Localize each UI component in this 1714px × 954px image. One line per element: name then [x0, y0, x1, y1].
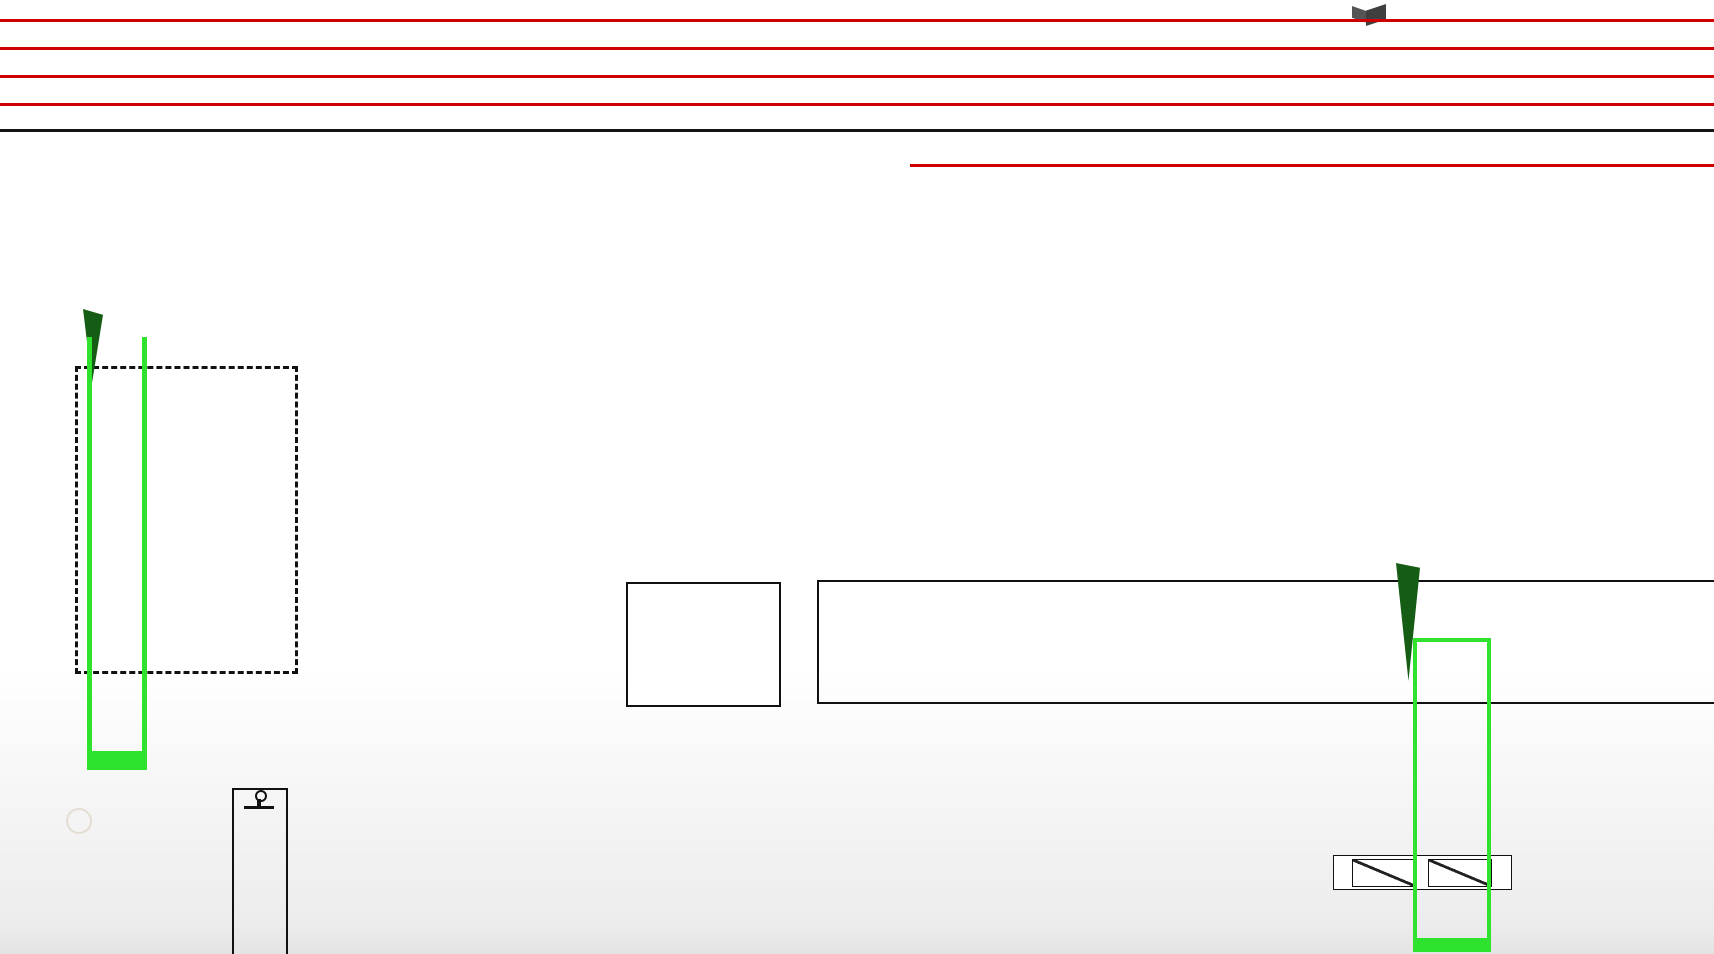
highlight-bar-left	[87, 751, 142, 766]
power-bus	[0, 75, 1714, 78]
power-bus	[0, 129, 1714, 132]
highlight-frame-left	[87, 337, 147, 770]
power-bus	[0, 103, 1714, 106]
ignition-switch-table	[360, 398, 618, 568]
battery-terminal-symbol	[240, 790, 276, 814]
battery	[232, 788, 288, 954]
highlight-frame-right	[1413, 638, 1491, 952]
player-ghost-icon	[66, 808, 92, 834]
highlight-bar-right	[1413, 938, 1487, 952]
power-bus	[0, 19, 1714, 22]
pedal-track-1	[1352, 859, 1416, 887]
ig-power-bus	[910, 164, 1714, 167]
power-bus	[0, 47, 1714, 50]
dcdc-converter	[626, 582, 781, 707]
vcu-controller	[817, 580, 1714, 704]
pedal-sensor-box	[1333, 855, 1512, 890]
pedal-track-2	[1428, 859, 1492, 887]
main-fuse-box	[75, 366, 298, 674]
mooc-flag-icon	[1352, 4, 1386, 26]
